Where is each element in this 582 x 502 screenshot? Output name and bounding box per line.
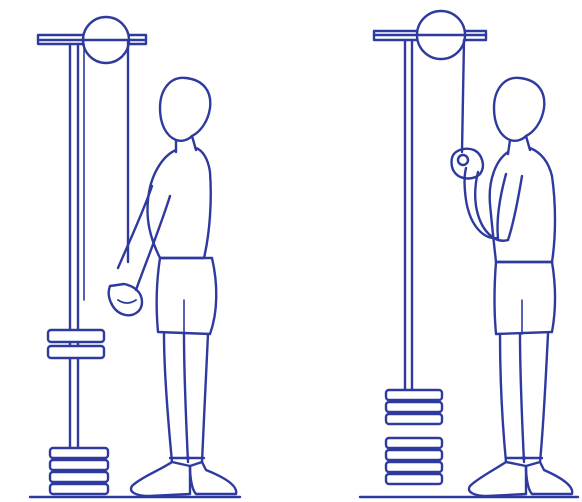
cable-machine-right [360, 11, 578, 497]
panel-end-position [360, 11, 578, 497]
leg-left [164, 334, 172, 462]
upper-arm-inner [508, 176, 522, 240]
upper-arm [497, 174, 506, 238]
weight-plate [386, 414, 442, 424]
shoe-right [190, 462, 236, 494]
shorts [157, 258, 217, 334]
cable [462, 40, 464, 152]
shorts [495, 262, 556, 334]
weight-plate [386, 450, 442, 460]
head [494, 78, 544, 141]
shoe-left [469, 462, 526, 496]
leg-right [184, 334, 188, 462]
weight-plate [386, 462, 442, 472]
weight-plate [50, 484, 108, 494]
leg-right [520, 334, 524, 462]
hands [109, 284, 142, 315]
fingers [118, 300, 136, 303]
leg-left [500, 334, 506, 462]
weight-plate [386, 402, 442, 412]
leg-outer [202, 334, 208, 462]
grip [458, 155, 468, 165]
weight-plate [50, 472, 108, 482]
upper-arm [118, 186, 152, 268]
weight-plate [386, 474, 442, 484]
weight-plate [48, 330, 104, 342]
weight-plate [48, 346, 104, 358]
panel-start-position [30, 17, 240, 497]
head [160, 78, 210, 141]
weight-plate [386, 438, 442, 448]
athlete-end [452, 78, 573, 496]
shoe-left [131, 462, 190, 496]
leg-outer [540, 334, 548, 462]
torso [148, 148, 211, 258]
weight-plate [50, 460, 108, 470]
shoe-right [526, 462, 572, 494]
forearm [136, 196, 170, 290]
weight-plate [50, 448, 108, 458]
weight-plate [386, 390, 442, 400]
